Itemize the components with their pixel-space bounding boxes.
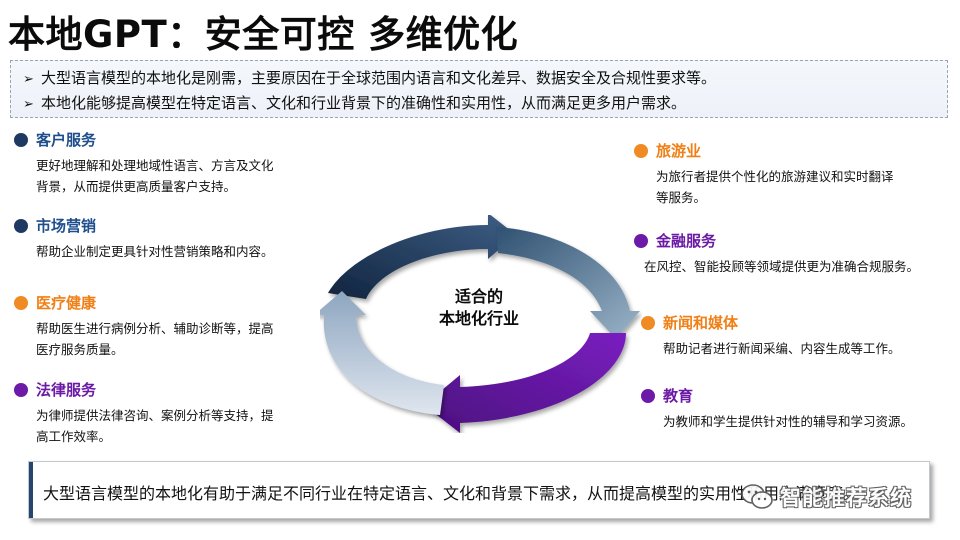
item-desc-line: 更好地理解和处理地域性语言、方言及文化 [36,158,274,173]
light-arrow [320,291,444,415]
purple-dot-icon [641,388,655,403]
item-desc-line: 为律师提供法律咨询、案例分析等支持，提 [36,408,274,423]
navy-dot-icon [14,218,28,233]
item-legal: 法律服务 为律师提供法律咨询、案例分析等支持，提 高工作效率。 [14,379,274,447]
item-desc-line: 为旅行者提供个性化的旅游建议和实时翻译 [656,169,894,184]
intro-line-1: ➢ 大型语言模型的本地化是刚需，主要原因在于全球范围内语言和文化差异、数据安全及合… [23,67,716,88]
item-news-media: 新闻和媒体 帮助记者进行新闻采编、内容生成等工作。 [641,312,901,359]
arrow-bullet-icon: ➢ [23,72,34,87]
item-name: 金融服务 [656,232,717,250]
item-desc: 为教师和学生提供针对性的辅导和学习资源。 [641,411,913,432]
item-desc: 在风控、智能投顾等领域提供更为准确合规服务。 [634,256,919,277]
intro-box: ➢ 大型语言模型的本地化是刚需，主要原因在于全球范围内语言和文化差异、数据安全及合… [10,60,948,118]
summary-accent-bar [29,462,33,518]
item-desc: 帮助医生进行病例分析、辅助诊断等，提高 医疗服务质量。 [14,318,274,360]
summary-box: 大型语言模型的本地化有助于满足不同行业在特定语言、文化和背景下需求，从而提高模型… [28,461,930,519]
item-name: 市场营销 [36,217,97,235]
cycle-center-label: 适合的 本地化行业 [405,286,553,330]
item-desc: 帮助记者进行新闻采编、内容生成等工作。 [641,338,901,359]
summary-text: 大型语言模型的本地化有助于满足不同行业在特定语言、文化和背景下需求，从而提高模型… [43,484,860,503]
purple-dot-icon [634,233,648,248]
item-desc-line: 等服务。 [656,190,707,205]
item-desc-line: 帮助医生进行病例分析、辅助诊断等，提高 [36,321,274,336]
item-name: 医疗健康 [36,294,97,312]
item-desc: 帮助企业制定更具针对性营销策略和内容。 [14,241,274,262]
item-desc: 为律师提供法律咨询、案例分析等支持，提 高工作效率。 [14,405,274,447]
orange-dot-icon [641,315,655,330]
item-tourism: 旅游业 为旅行者提供个性化的旅游建议和实时翻译 等服务。 [634,140,894,208]
item-desc-line: 在风控、智能投顾等领域提供更为准确合规服务。 [644,259,920,274]
intro-line-2: ➢ 本地化能够提高模型在特定语言、文化和行业背景下的准确性和实用性，从而满足更多用… [23,92,686,113]
intro-text-1: 大型语言模型的本地化是刚需，主要原因在于全球范围内语言和文化差异、数据安全及合规… [41,69,717,87]
orange-dot-icon [634,143,648,158]
navy-arrow [328,215,516,299]
item-customer-service: 客户服务 更好地理解和处理地域性语言、方言及文化 背景，从而提供更高质量客户支持… [14,129,274,197]
navy-dot-icon [14,132,28,147]
purple-dot-icon [14,382,28,397]
watermark: 智能推荐系统 [740,482,912,512]
center-label-line-1: 适合的 [454,287,503,306]
item-finance: 金融服务 在风控、智能投顾等领域提供更为准确合规服务。 [634,230,919,277]
item-name: 新闻和媒体 [663,314,739,332]
item-name: 法律服务 [36,381,97,399]
item-desc-line: 帮助记者进行新闻采编、内容生成等工作。 [663,341,901,356]
cycle-arrows-diagram [320,215,640,433]
teal-arrow [496,227,640,339]
item-marketing: 市场营销 帮助企业制定更具针对性营销策略和内容。 [14,215,274,262]
item-desc-line: 帮助企业制定更具针对性营销策略和内容。 [36,244,274,259]
item-desc-line: 为教师和学生提供针对性的辅导和学习资源。 [663,414,914,429]
item-desc-line: 医疗服务质量。 [36,342,124,357]
purple-arrow [424,333,626,433]
item-desc: 为旅行者提供个性化的旅游建议和实时翻译 等服务。 [634,166,894,208]
arrow-bullet-icon: ➢ [23,97,34,112]
item-name: 客户服务 [36,131,97,149]
item-healthcare: 医疗健康 帮助医生进行病例分析、辅助诊断等，提高 医疗服务质量。 [14,292,274,360]
item-education: 教育 为教师和学生提供针对性的辅导和学习资源。 [641,385,913,432]
center-label-line-2: 本地化行业 [438,309,519,328]
wechat-icon [741,484,773,509]
item-name: 旅游业 [656,142,702,160]
item-name: 教育 [663,387,694,405]
intro-text-2: 本地化能够提高模型在特定语言、文化和行业背景下的准确性和实用性，从而满足更多用户… [41,94,687,112]
item-desc: 更好地理解和处理地域性语言、方言及文化 背景，从而提供更高质量客户支持。 [14,155,274,197]
page-title: 本地GPT：安全可控 多维优化 [8,13,519,56]
orange-dot-icon [14,295,28,310]
watermark-text: 智能推荐系统 [780,486,912,510]
item-desc-line: 高工作效率。 [36,429,112,444]
item-desc-line: 背景，从而提供更高质量客户支持。 [36,179,237,194]
